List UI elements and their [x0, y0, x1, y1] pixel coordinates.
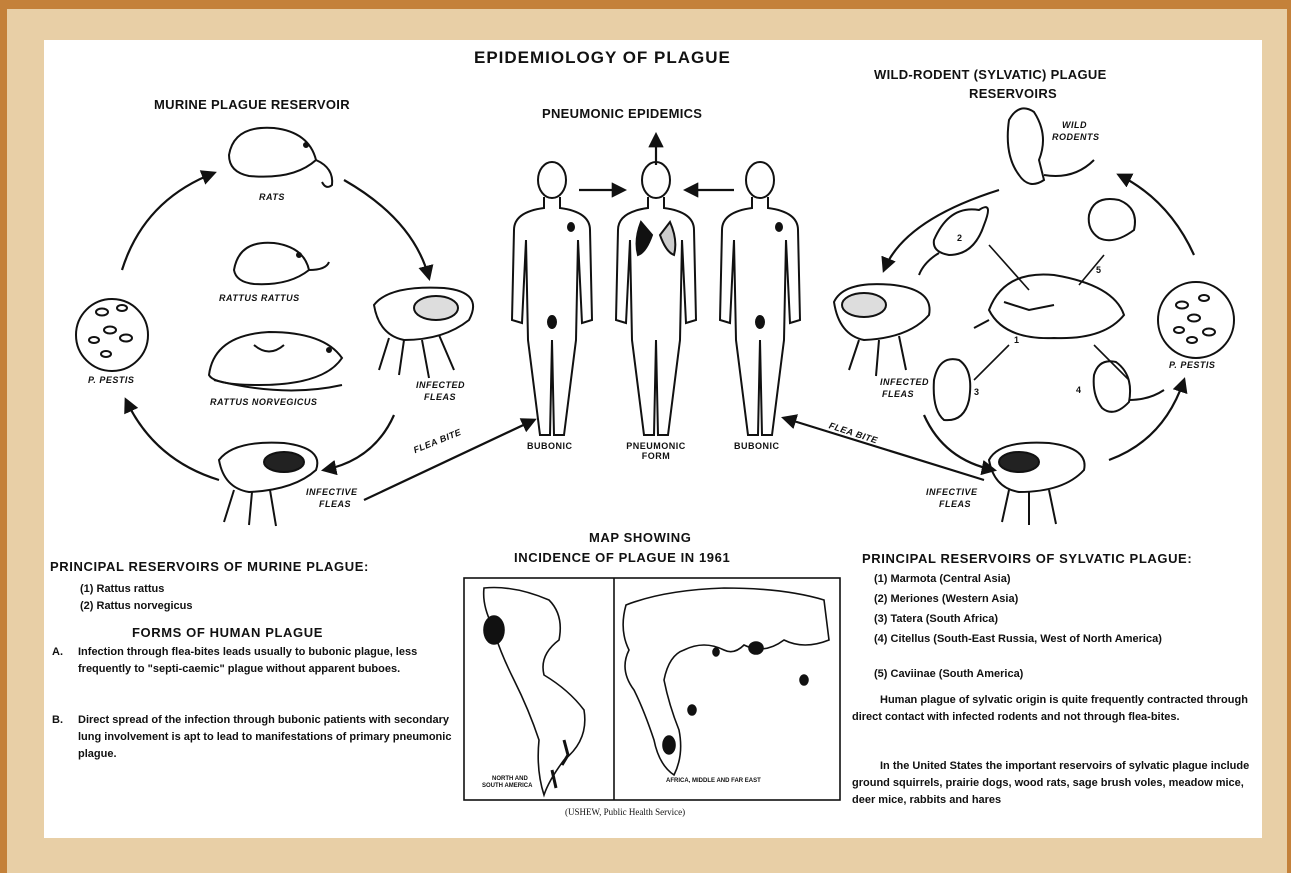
pneumonic-heading: PNEUMONIC EPIDEMICS: [542, 106, 702, 121]
map-caption-americas-1: NORTH AND: [492, 776, 528, 782]
label-rattus-norvegicus: RATTUS NORVEGICUS: [210, 397, 317, 407]
sylvatic-heading-line2: RESERVOIRS: [969, 86, 1057, 101]
rat-drawing-rattus-rattus: [234, 243, 329, 284]
rodent-number-1: 1: [1014, 335, 1020, 345]
rat-drawing-rats: [229, 128, 332, 187]
rodent-drawing-2: [919, 207, 988, 275]
forms-a-text: Infection through flea-bites leads usual…: [78, 644, 456, 678]
murine-heading: MURINE PLAGUE RESERVOIR: [154, 97, 350, 112]
label-infected-fleas-left-2: FLEAS: [424, 392, 456, 402]
human-figure-bubonic-left: [512, 162, 592, 435]
sylvatic-heading-line1: WILD-RODENT (SYLVATIC) PLAGUE: [874, 67, 1107, 82]
cycle-arrow-rats-to-fleas: [344, 180, 429, 278]
sylvatic-paragraph-1: Human plague of sylvatic origin is quite…: [852, 692, 1257, 726]
principal-murine-item-2: (2) Rattus norvegicus: [80, 598, 192, 615]
cycle-arrow-fleas-to-infective-right: [924, 415, 994, 470]
rodent-number-5: 5: [1096, 265, 1102, 275]
label-infective-fleas-right-2: FLEAS: [939, 499, 971, 509]
label-rattus-rattus: RATTUS RATTUS: [219, 293, 300, 303]
map-caption-americas-2: SOUTH AMERICA: [482, 783, 532, 789]
label-infective-fleas-right-1: INFECTIVE: [926, 487, 978, 497]
rodent-number-2: 2: [957, 233, 963, 243]
label-infective-fleas-left-2: FLEAS: [319, 499, 351, 509]
label-pneumonic-form: PNEUMONIC FORM: [618, 441, 694, 461]
human-figure-bubonic-right: [720, 162, 800, 435]
flea-drawing-infective-left: [219, 443, 317, 526]
page-title: EPIDEMIOLOGY OF PLAGUE: [474, 48, 731, 68]
forms-heading: FORMS OF HUMAN PLAGUE: [132, 625, 323, 640]
forms-a-marker: A.: [52, 644, 63, 661]
principal-sylvatic-heading: PRINCIPAL RESERVOIRS OF SYLVATIC PLAGUE:: [862, 551, 1192, 566]
label-rats: RATS: [259, 192, 285, 202]
rat-drawing-rattus-norvegicus: [209, 332, 342, 390]
map-caption-africa-asia: AFRICA, MIDDLE AND FAR EAST: [666, 778, 761, 784]
map-heading-line1: MAP SHOWING: [589, 530, 691, 545]
principal-murine-heading: PRINCIPAL RESERVOIRS OF MURINE PLAGUE:: [50, 559, 369, 574]
world-incidence-map: [464, 578, 840, 800]
flea-drawing-infected-left: [374, 288, 473, 378]
cycle-arrow-fleas-to-infective: [324, 415, 394, 470]
forms-b-text: Direct spread of the infection through b…: [78, 712, 456, 763]
label-infective-fleas-left-1: INFECTIVE: [306, 487, 358, 497]
eurasia-africa-outline: [623, 588, 829, 775]
human-figure-pneumonic: [616, 162, 696, 435]
label-p-pestis-right: P. PESTIS: [1169, 360, 1215, 370]
rodent-drawing-4: [1094, 361, 1164, 412]
cycle-arrow-pestis-to-rats: [122, 173, 214, 270]
cycle-arrow-pestis-to-wild: [1119, 175, 1194, 255]
flea-bite-arrow-right: [784, 418, 984, 480]
label-p-pestis-left: P. PESTIS: [88, 375, 134, 385]
principal-sylvatic-item-2: (2) Meriones (Western Asia): [874, 591, 1018, 608]
cycle-arrow-infective-to-pestis: [126, 400, 219, 480]
poster-sheet: EPIDEMIOLOGY OF PLAGUE MURINE PLAGUE RES…: [44, 40, 1262, 838]
p-pestis-circle-right: [1158, 282, 1234, 358]
flea-drawing-infected-right: [834, 284, 930, 376]
flea-drawing-infective-right: [989, 443, 1085, 525]
principal-sylvatic-item-3: (3) Tatera (South Africa): [874, 611, 998, 628]
rodent-number-4: 4: [1076, 385, 1082, 395]
forms-b-marker: B.: [52, 712, 63, 729]
label-infected-fleas-right-2: FLEAS: [882, 389, 914, 399]
sylvatic-paragraph-2: In the United States the important reser…: [852, 758, 1257, 809]
rodent-number-3: 3: [974, 387, 980, 397]
label-wild-rodents-2: RODENTS: [1052, 132, 1100, 142]
label-infected-fleas-left-1: INFECTED: [416, 380, 465, 390]
cycle-arrow-infective-to-pestis-right: [1109, 380, 1184, 460]
rodent-drawing-5: [1089, 199, 1135, 240]
label-wild-rodents-1: WILD: [1062, 120, 1087, 130]
p-pestis-circle-left: [76, 299, 148, 371]
label-infected-fleas-right-1: INFECTED: [880, 377, 929, 387]
label-bubonic-left: BUBONIC: [527, 441, 573, 451]
principal-murine-item-1: (1) Rattus rattus: [80, 581, 164, 598]
principal-sylvatic-item-1: (1) Marmota (Central Asia): [874, 571, 1011, 588]
principal-sylvatic-item-4: (4) Citellus (South-East Russia, West of…: [874, 631, 1254, 648]
map-source: (USHEW, Public Health Service): [565, 807, 685, 817]
map-heading-line2: INCIDENCE OF PLAGUE IN 1961: [514, 550, 730, 565]
rodent-drawing-3: [934, 359, 971, 420]
principal-sylvatic-item-5: (5) Caviinae (South America): [874, 666, 1023, 683]
rodent-drawing-1: [974, 274, 1124, 338]
label-bubonic-right: BUBONIC: [734, 441, 780, 451]
